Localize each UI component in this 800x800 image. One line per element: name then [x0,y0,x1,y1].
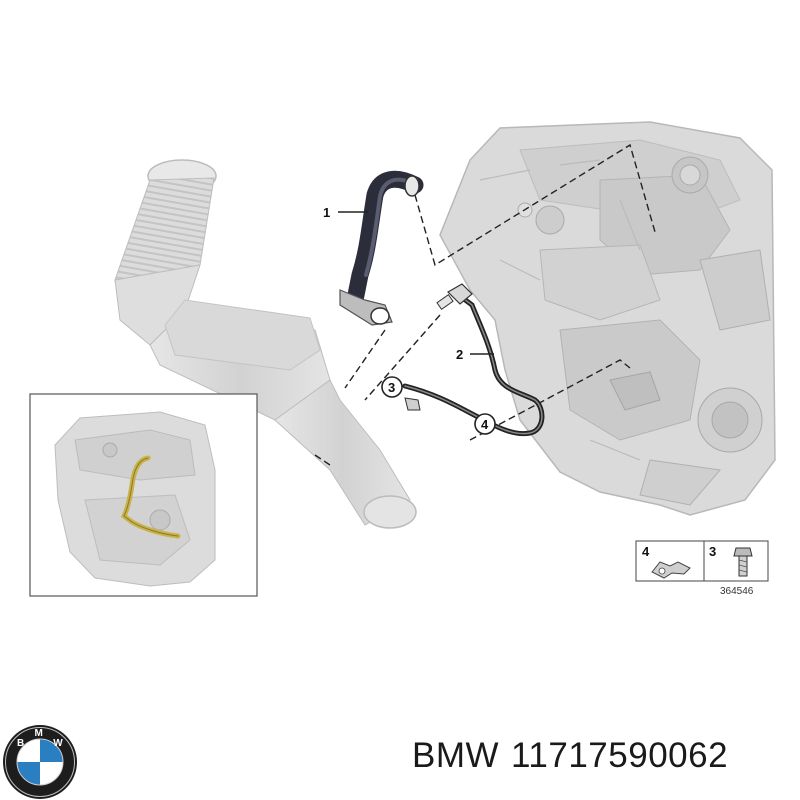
callout-1-label: 1 [323,205,330,220]
callout-4: 4 [474,413,496,435]
part-number: 11717590062 [511,736,729,775]
air-intake-duct [114,159,417,529]
parts-legend: 4 3 364546 [635,540,769,597]
reference-number: 364546 [720,586,754,597]
clip-icon [651,561,691,579]
callout-2-label: 2 [456,347,463,362]
legend-item-b-label: 3 [709,544,716,559]
callout-2: 2 [456,347,494,362]
dashed-leader-lines [314,143,656,466]
svg-text:B M W: B M W [17,728,63,749]
inset-thumbnail [29,393,258,597]
callout-3-label: 3 [388,380,395,395]
callout-1: 1 [323,205,368,220]
bmw-logo: B M W [3,725,77,799]
brand-name: BMW [412,736,500,775]
callout-3: 3 [381,376,403,398]
part-caption: BMW 11717590062 [412,736,728,776]
breather-hose [339,170,424,326]
legend-item-a-label: 4 [642,544,650,559]
callout-4-label: 4 [481,417,489,432]
engine-block [439,121,776,516]
bolt-icon [733,547,753,577]
